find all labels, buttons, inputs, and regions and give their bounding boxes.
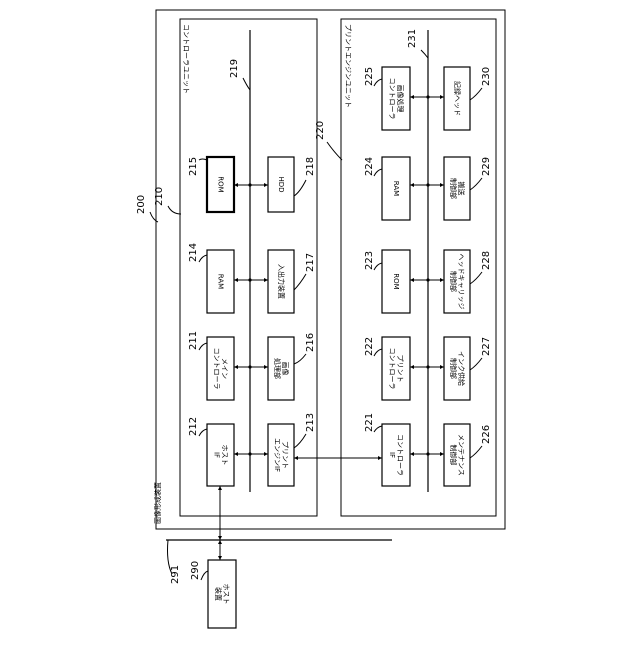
controller-unit-label: コントローラユニット (182, 24, 190, 94)
ref-229: 229 (481, 157, 492, 176)
host-if-block-212: ホストIF (207, 424, 234, 486)
conveyance-control-block-229: 搬送制御部 (444, 157, 470, 220)
block-label-line: 搬送 (457, 182, 466, 196)
print-head-block-230: 記録ヘッド (444, 67, 470, 130)
ref-222: 222 (364, 337, 375, 356)
block-label-line: 入出力装置 (277, 264, 286, 299)
block-label-line: コントローラ (396, 434, 404, 476)
maintenance-control-block-226: メンテナンス制御部 (444, 424, 470, 486)
leader-219 (243, 78, 250, 90)
block-label-line: メンテナンス (457, 434, 465, 476)
ink-supply-control-block-227: インク供給制御部 (444, 337, 470, 400)
ref-290: 290 (190, 561, 201, 580)
hdd-block-218: HDD (268, 157, 294, 212)
block-label-line: エンジンIF (273, 438, 281, 472)
block-label-line: ホスト (221, 445, 229, 466)
block-label-line: HDD (277, 176, 285, 192)
ref-219: 219 (229, 59, 240, 78)
ref-223: 223 (364, 251, 375, 270)
image-processing-controller-block-225: 画像処理コントローラ (382, 67, 410, 130)
ref-217: 217 (305, 253, 316, 272)
print-engine-unit-label: プリントエンジンユニット (344, 24, 352, 108)
block-label-line: 制御部 (449, 271, 458, 292)
block-label-line: 制御部 (449, 178, 458, 199)
print-controller-block-222: プリントコントローラ (382, 337, 410, 400)
ref-226: 226 (481, 425, 492, 444)
ref-218: 218 (305, 157, 316, 176)
ref-215: 215 (188, 157, 199, 176)
ref-225: 225 (364, 67, 375, 86)
ref-211: 211 (188, 331, 199, 350)
image-forming-apparatus-label: 画像形成装置 (153, 482, 162, 524)
block-label-line: 制御部 (449, 358, 458, 379)
ref-231: 231 (407, 29, 418, 48)
ref-210: 210 (154, 187, 165, 206)
block-label-line: 装置 (214, 587, 223, 601)
ref-200: 200 (136, 195, 147, 214)
ref-212: 212 (188, 417, 199, 436)
block-label-line: IF (388, 452, 396, 458)
ref-291: 291 (170, 565, 181, 584)
block-label-line: RAM (217, 274, 225, 289)
block-label-line: コントローラ (388, 78, 396, 120)
host-if-link (218, 486, 222, 560)
block-label-line: IF (213, 452, 221, 458)
block-label-line: 記録ヘッド (453, 81, 462, 116)
block-label-line: インク供給 (457, 351, 466, 386)
ref-216: 216 (305, 333, 316, 352)
rom-block-223: ROM (382, 250, 410, 313)
io-device-block-217: 入出力装置 (268, 250, 294, 313)
block-label-line: 画像 (281, 362, 290, 376)
ram-block-214: RAM (207, 250, 234, 313)
controller-unit-frame (180, 19, 317, 516)
controller-if-block-221: コントローラIF (382, 424, 410, 486)
main-controller-block-211: メインコントローラ (207, 337, 234, 400)
block-label-line: RAM (392, 181, 400, 196)
ref-221: 221 (364, 413, 375, 432)
block-label-line: コントローラ (388, 348, 396, 390)
ref-213: 213 (305, 413, 316, 432)
block-label-line: コントローラ (213, 348, 221, 390)
controller-connectors (234, 183, 268, 456)
block-label-line: ROM (217, 176, 225, 192)
block-label-line: 画像処理 (396, 85, 405, 113)
leader-231 (421, 50, 428, 58)
block-label-line: ホスト (222, 584, 230, 605)
ref-228: 228 (481, 251, 492, 270)
block-label-line: 処理部 (273, 358, 282, 379)
block-label-line: ヘッドキャリッジ (457, 254, 465, 310)
engine-if-link (294, 456, 382, 460)
host-device-block-290: ホスト装置 (208, 560, 236, 628)
ref-227: 227 (481, 337, 492, 356)
ram-block-224: RAM (382, 157, 410, 220)
print-engine-if-block-213: プリントエンジンIF (268, 424, 294, 486)
engine-connectors (410, 95, 444, 456)
rom-block-215: ROM (207, 157, 234, 212)
ref-230: 230 (481, 67, 492, 86)
leader-220 (327, 142, 342, 160)
reference-numerals: 215 218 214 217 211 216 212 213 225 230 … (188, 67, 492, 580)
leader-210 (168, 206, 181, 214)
ref-214: 214 (188, 243, 199, 262)
block-label-line: 制御部 (449, 445, 458, 466)
block-label-line: プリント (396, 355, 404, 383)
block-label-line: ROM (392, 273, 400, 289)
block-label-line: メイン (221, 358, 229, 379)
leader-200 (150, 212, 158, 222)
image-processor-block-216: 画像処理部 (268, 337, 294, 400)
ref-220: 220 (315, 121, 326, 140)
head-carriage-control-block-228: ヘッドキャリッジ制御部 (444, 250, 470, 313)
ref-224: 224 (364, 157, 375, 176)
block-label-line: プリント (281, 441, 289, 469)
